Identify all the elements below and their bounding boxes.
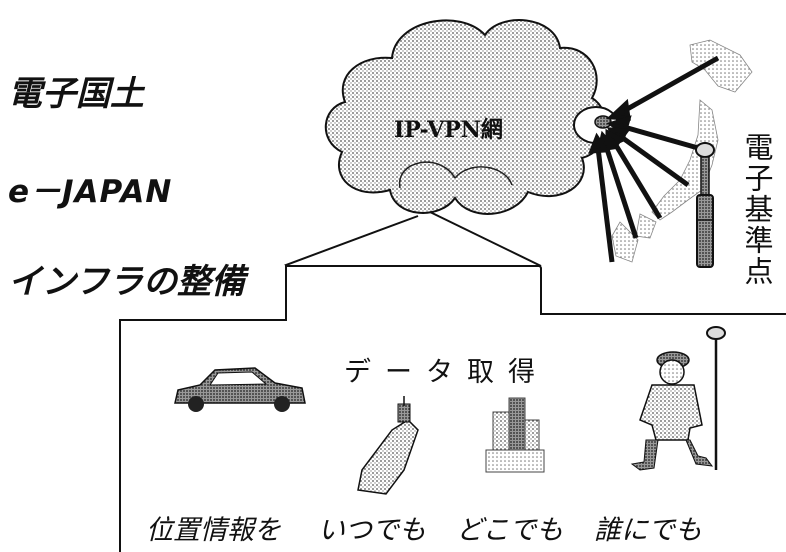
phrase-anytime: いつでも — [318, 515, 426, 546]
slogan-infrastructure: インフラの整備 — [8, 262, 245, 302]
phrase-anyone: 誰にでも — [594, 515, 702, 546]
slogan-e-japan: e－JAPAN — [8, 174, 173, 210]
cloud-label: IP-VPN網 — [394, 117, 503, 143]
cloud-icon — [324, 19, 607, 215]
surveyor-icon — [630, 326, 726, 471]
ship-icon — [357, 396, 419, 495]
data-acquisition-title: データ取得 — [344, 357, 549, 388]
phrase-anywhere: どこでも — [456, 515, 564, 546]
slogan-digital-national-land: 電子国土 — [8, 74, 144, 114]
callout-frame — [119, 211, 786, 552]
phrase-location-info: 位置情報を — [146, 515, 281, 546]
gnss-station-icon — [695, 142, 715, 268]
station-label: 電子基準点 — [740, 132, 774, 287]
car-icon — [174, 367, 306, 412]
building-icon — [485, 397, 545, 473]
signal-arrows — [588, 55, 720, 263]
